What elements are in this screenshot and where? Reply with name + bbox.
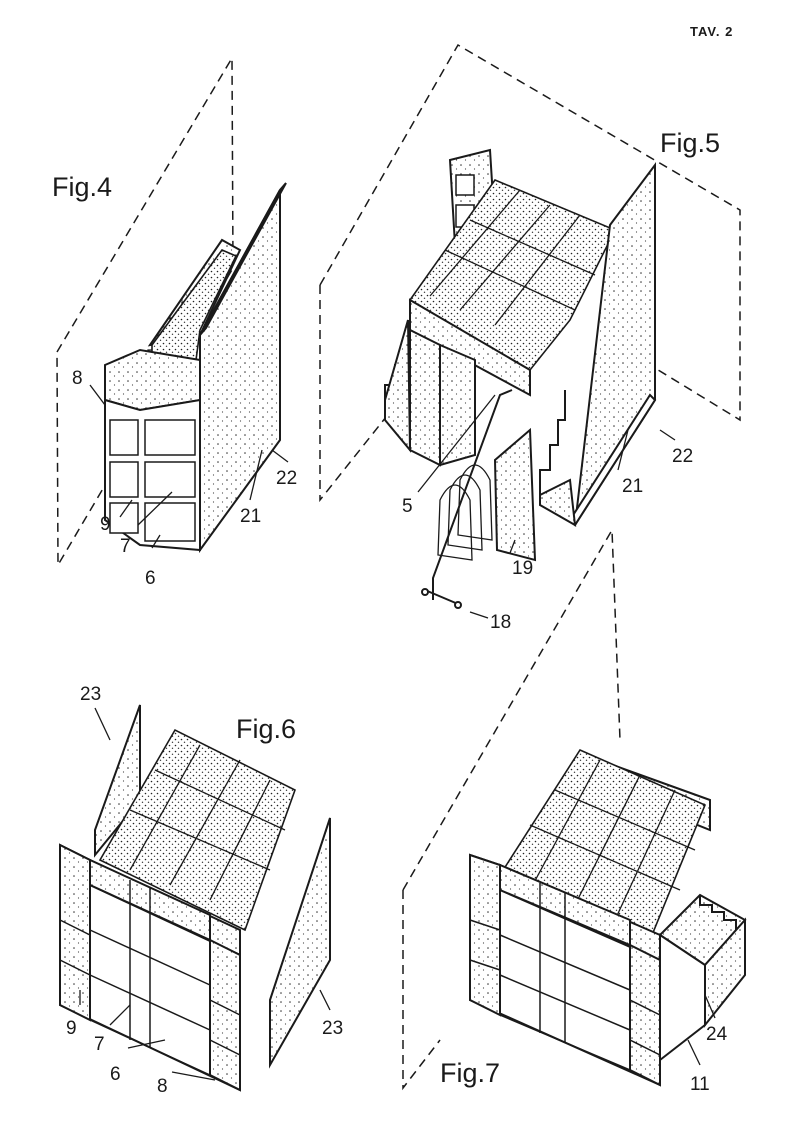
- fig5-clothes-rail: [432, 389, 513, 600]
- fig5-garment: [447, 474, 483, 551]
- fig4-label-7: 7: [120, 536, 131, 557]
- fig6-leader: [94, 707, 111, 741]
- fig5-leader: [659, 429, 676, 441]
- fig6-label-23: 23: [322, 1018, 343, 1039]
- fig4-leader: [89, 384, 106, 406]
- fig7-stairs-profile: [699, 895, 745, 931]
- fig5-rail-wheel: [421, 588, 429, 596]
- fig7-wall-outline: [402, 527, 621, 891]
- fig7-label-24: 24: [706, 1024, 728, 1045]
- fig5-wall-outline: [319, 285, 391, 503]
- fig5-label-22: 22: [672, 446, 693, 467]
- figure-5: Fig.5: [319, 43, 741, 633]
- fig5-quilting: [429, 189, 596, 326]
- fig7-shelf-grid: [469, 883, 661, 1071]
- fig5-title: Fig.5: [660, 128, 720, 158]
- fig5-left-stairs-fill: [384, 319, 412, 453]
- fig6-shelf-grid: [59, 880, 241, 1076]
- fig5-label-21: 21: [622, 476, 643, 497]
- fig5-garment: [457, 464, 493, 541]
- fig4-wall-outline: [56, 55, 234, 568]
- fig5-leader: [417, 394, 496, 493]
- fig5-wall-outline: [319, 43, 741, 422]
- fig6-leader: [319, 989, 331, 1011]
- fig5-label-19: 19: [512, 558, 533, 579]
- fig4-label-22: 22: [276, 468, 297, 489]
- fig6-leader: [127, 1039, 166, 1049]
- fig5-leader: [617, 429, 629, 471]
- figure-6: Fig.6: [59, 684, 343, 1097]
- fig7-leader: [704, 994, 716, 1019]
- fig6-right-post: [209, 938, 241, 1092]
- fig5-right-stairs-profile: [539, 390, 566, 495]
- fig5-rail-wheel: [454, 601, 462, 609]
- fig7-wall-outline: [402, 890, 441, 1091]
- figure-4: Fig.4 8 9 7 6 21 22: [52, 55, 297, 589]
- fig6-label-6: 6: [110, 1064, 121, 1085]
- fig4-label-9: 9: [100, 514, 111, 535]
- fig4-shelf-cell: [144, 419, 196, 456]
- fig5-label-18: 18: [490, 612, 511, 633]
- fig4-leader: [137, 491, 173, 526]
- fig4-shelf-cell: [144, 502, 196, 542]
- fig4-shelf-cell: [109, 419, 139, 456]
- fig6-right-panel: [269, 817, 331, 1069]
- fig4-leader: [249, 449, 263, 501]
- fig5-garment: [437, 484, 473, 561]
- fig4-leader: [271, 449, 289, 463]
- fig7-quilting: [529, 759, 696, 921]
- fig4-label-6: 6: [145, 568, 156, 589]
- fig5-right-stairs: [539, 478, 577, 527]
- fig4-shelf-cell: [109, 502, 139, 534]
- fig7-right-post: [629, 943, 661, 1087]
- fig7-label-11: 11: [690, 1074, 710, 1095]
- fig7-title: Fig.7: [440, 1058, 500, 1088]
- fig4-shelf-cell: [109, 461, 139, 498]
- fig6-label-7: 7: [94, 1034, 105, 1055]
- fig4-title: Fig.4: [52, 172, 112, 202]
- fig5-center-post: [439, 343, 476, 467]
- fig6-leader: [109, 1004, 131, 1026]
- fig6-title: Fig.6: [236, 714, 296, 744]
- figure-7: Fig.7: [402, 527, 747, 1095]
- fig5-leader: [469, 611, 489, 619]
- fig7-leader: [687, 1039, 701, 1066]
- fig4-label-21: 21: [240, 506, 261, 527]
- fig4-side-panel: [199, 189, 281, 554]
- fig5-head-cell: [455, 174, 475, 196]
- fig4-side-panel-edge: [199, 182, 287, 336]
- fig5-leader: [509, 539, 516, 554]
- fig6-label-9: 9: [66, 1018, 77, 1039]
- fig6-label-8: 8: [157, 1076, 168, 1097]
- fig4-cabinet-top: [104, 348, 201, 412]
- fig4-leader: [119, 499, 133, 518]
- fig4-leader: [151, 534, 161, 549]
- fig5-clothes-rail-base: [424, 589, 459, 605]
- fig5-left-post: [409, 328, 441, 467]
- fig4-shelf-cell: [144, 461, 196, 498]
- fig5-front-frame: [409, 298, 531, 397]
- fig5-wardrobe-door: [493, 427, 537, 562]
- fig6-mattress: [98, 728, 296, 932]
- fig7-left-post: [469, 853, 501, 1017]
- fig5-label-5: 5: [402, 496, 413, 517]
- fig6-leader: [171, 1071, 216, 1081]
- fig6-label-23: 23: [80, 684, 101, 705]
- fig4-label-8: 8: [72, 368, 83, 389]
- plate-number: TAV. 2: [690, 24, 733, 39]
- fig6-quilting: [129, 744, 286, 901]
